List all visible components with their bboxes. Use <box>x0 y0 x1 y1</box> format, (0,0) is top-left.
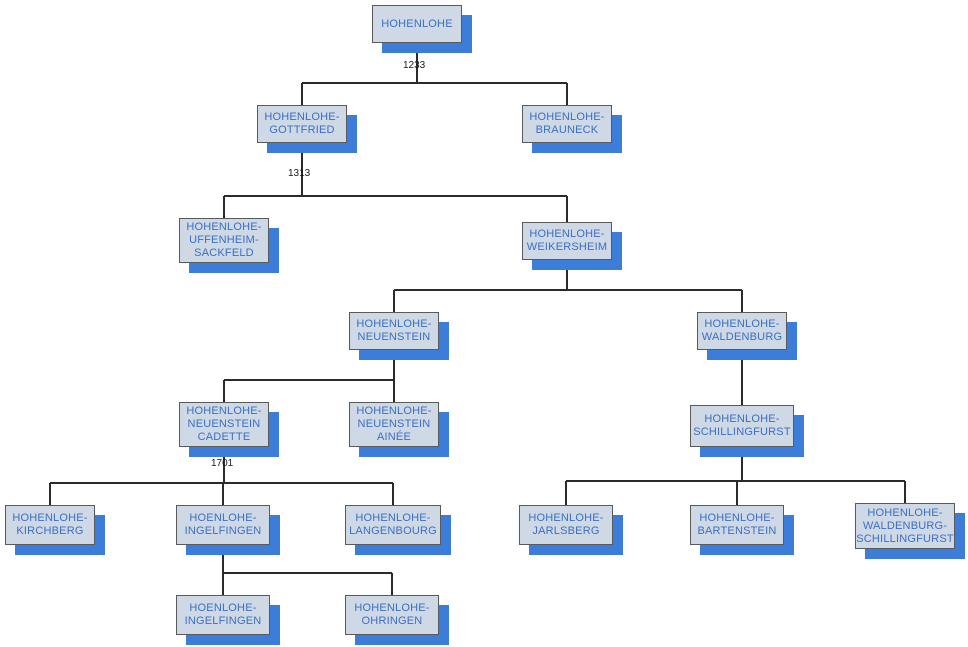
node-schillingfurst[interactable]: HOHENLOHE- SCHILLINGFURST <box>690 405 804 457</box>
node-kirchberg[interactable]: HOHENLOHE- KIRCHBERG <box>5 505 105 555</box>
node-label-waldenburg: HOHENLOHE- WALDENBURG <box>697 312 787 350</box>
node-label-neuenstein-cadette: HOHENLOHE- NEUENSTEIN CADETTE <box>179 402 269 447</box>
node-ingelfingen-2[interactable]: HOENLOHE- INGELFINGEN <box>176 595 280 645</box>
node-label-schillingfurst: HOHENLOHE- SCHILLINGFURST <box>690 405 794 447</box>
node-label-weikersheim: HOHENLOHE- WEIKERSHEIM <box>522 222 612 260</box>
node-neuenstein[interactable]: HOHENLOHE- NEUENSTEIN <box>349 312 449 360</box>
node-bartenstein[interactable]: HOHENLOHE- BARTENSTEIN <box>690 505 794 555</box>
node-langenbourg[interactable]: HOHENLOHE- LANGENBOURG <box>345 505 451 555</box>
node-neuenstein-ainee[interactable]: HOHENLOHE- NEUENSTEIN AINÉE <box>349 402 449 457</box>
node-weikersheim[interactable]: HOHENLOHE- WEIKERSHEIM <box>522 222 622 270</box>
node-waldenburg[interactable]: HOHENLOHE- WALDENBURG <box>697 312 797 360</box>
node-label-ohringen: HOHENLOHE- OHRINGEN <box>345 595 439 635</box>
node-label-brauneck: HOHENLOHE- BRAUNECK <box>522 105 612 143</box>
edge-label-1313: 1313 <box>288 168 311 179</box>
node-ingelfingen[interactable]: HOENLOHE- INGELFINGEN <box>176 505 280 555</box>
node-brauneck[interactable]: HOHENLOHE- BRAUNECK <box>522 105 622 153</box>
node-label-jarlsberg: HOHENLOHE- JARLSBERG <box>519 505 613 545</box>
edge-label-1233: 1233 <box>403 60 426 71</box>
node-waldenburg-schillingfurst[interactable]: HOHENLOHE- WALDENBURG- SCHILLINGFURST <box>855 503 965 559</box>
node-label-uffenheim-sackfeld: HOHENLOHE- UFFENHEIM- SACKFELD <box>179 218 269 263</box>
node-label-waldenburg-schillingfurst: HOHENLOHE- WALDENBURG- SCHILLINGFURST <box>855 503 955 549</box>
node-uffenheim-sackfeld[interactable]: HOHENLOHE- UFFENHEIM- SACKFELD <box>179 218 279 273</box>
node-label-ingelfingen: HOENLOHE- INGELFINGEN <box>176 505 270 545</box>
node-label-neuenstein: HOHENLOHE- NEUENSTEIN <box>349 312 439 350</box>
node-neuenstein-cadette[interactable]: HOHENLOHE- NEUENSTEIN CADETTE <box>179 402 279 457</box>
node-gottfried[interactable]: HOHENLOHE- GOTTFRIED <box>257 105 357 153</box>
node-ohringen[interactable]: HOHENLOHE- OHRINGEN <box>345 595 449 645</box>
node-label-langenbourg: HOHENLOHE- LANGENBOURG <box>345 505 441 545</box>
node-jarlsberg[interactable]: HOHENLOHE- JARLSBERG <box>519 505 623 555</box>
node-hohenlohe[interactable]: HOHENLOHE <box>372 5 472 53</box>
node-label-ingelfingen-2: HOENLOHE- INGELFINGEN <box>176 595 270 635</box>
node-label-hohenlohe: HOHENLOHE <box>372 5 462 43</box>
node-label-gottfried: HOHENLOHE- GOTTFRIED <box>257 105 347 143</box>
node-label-neuenstein-ainee: HOHENLOHE- NEUENSTEIN AINÉE <box>349 402 439 447</box>
node-label-bartenstein: HOHENLOHE- BARTENSTEIN <box>690 505 784 545</box>
node-label-kirchberg: HOHENLOHE- KIRCHBERG <box>5 505 95 545</box>
edge-label-1701: 1701 <box>211 458 234 469</box>
